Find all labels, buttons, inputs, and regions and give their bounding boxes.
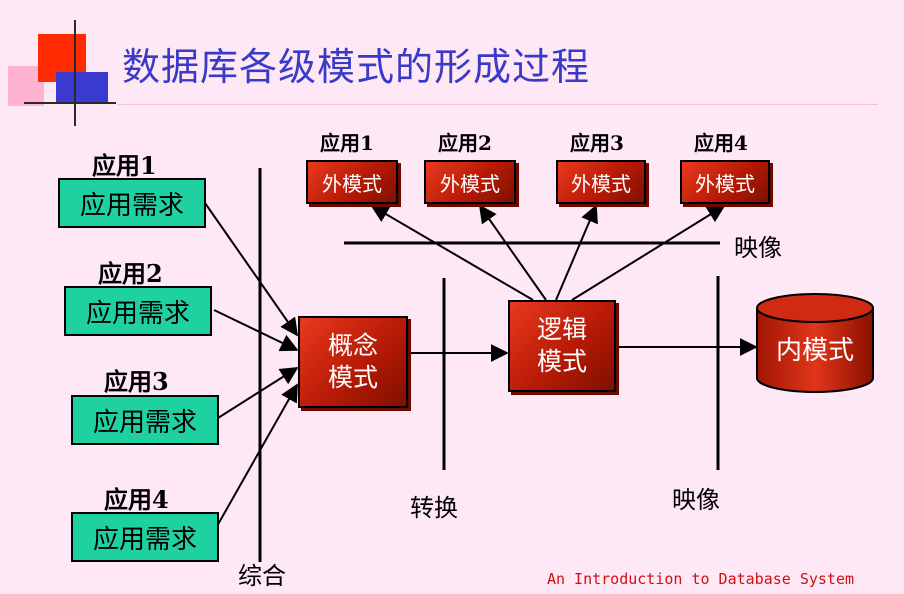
external1-label: 应用1 (320, 131, 374, 155)
app1-requirement-box: 应用需求 (58, 178, 206, 228)
app3-requirement-box: 应用需求 (71, 395, 219, 445)
app4-requirement-box: 应用需求 (71, 512, 219, 562)
logical-schema-box: 逻辑 模式 (508, 300, 616, 392)
title-underline (118, 104, 878, 105)
decorative-horizontal-line (24, 102, 116, 104)
mapping-bottom-label: 映像 (672, 486, 720, 514)
arrow-logical-to-external1 (370, 205, 534, 301)
arrow-logical-to-external2 (478, 204, 547, 301)
app3-label: 应用3 (104, 367, 169, 396)
conversion-label: 转换 (410, 494, 458, 522)
app1-label: 应用1 (92, 151, 157, 180)
conceptual-model-line1: 概念 (327, 331, 378, 360)
page-title: 数据库各级模式的形成过程 (122, 45, 591, 89)
external-schema-box-2: 外模式 (424, 160, 516, 204)
external4-label: 应用4 (694, 131, 748, 155)
app2-label: 应用2 (98, 259, 163, 288)
external-schema-box-4: 外模式 (680, 160, 770, 204)
internal-schema-label: 内模式 (775, 336, 854, 366)
mapping-top-label: 映像 (734, 234, 782, 262)
conceptual-model-box: 概念 模式 (298, 316, 408, 408)
arrow-logical-to-external4 (571, 205, 726, 301)
arrow-req3-to-conceptual (217, 367, 299, 419)
internal-schema-cylinder (756, 293, 874, 393)
conceptual-model-line2: 模式 (327, 363, 378, 392)
external3-label: 应用3 (570, 131, 624, 155)
arrow-req2-to-conceptual (213, 309, 299, 352)
external2-label: 应用2 (438, 131, 492, 155)
logical-schema-line2: 模式 (536, 347, 587, 376)
external-schema-box-3: 外模式 (556, 160, 646, 204)
decorative-vertical-line (74, 20, 76, 126)
external-schema-box-1: 外模式 (306, 160, 398, 204)
synthesis-label: 综合 (238, 562, 286, 590)
logical-schema-line1: 逻辑 (536, 315, 587, 344)
decorative-blue-block (56, 72, 108, 102)
arrow-logical-to-external3 (555, 204, 598, 301)
arrow-req1-to-conceptual (204, 202, 299, 337)
footer-text: An Introduction to Database System (546, 570, 854, 588)
arrow-req4-to-conceptual (211, 383, 298, 536)
app4-label: 应用4 (104, 485, 169, 514)
app2-requirement-box: 应用需求 (64, 286, 212, 336)
